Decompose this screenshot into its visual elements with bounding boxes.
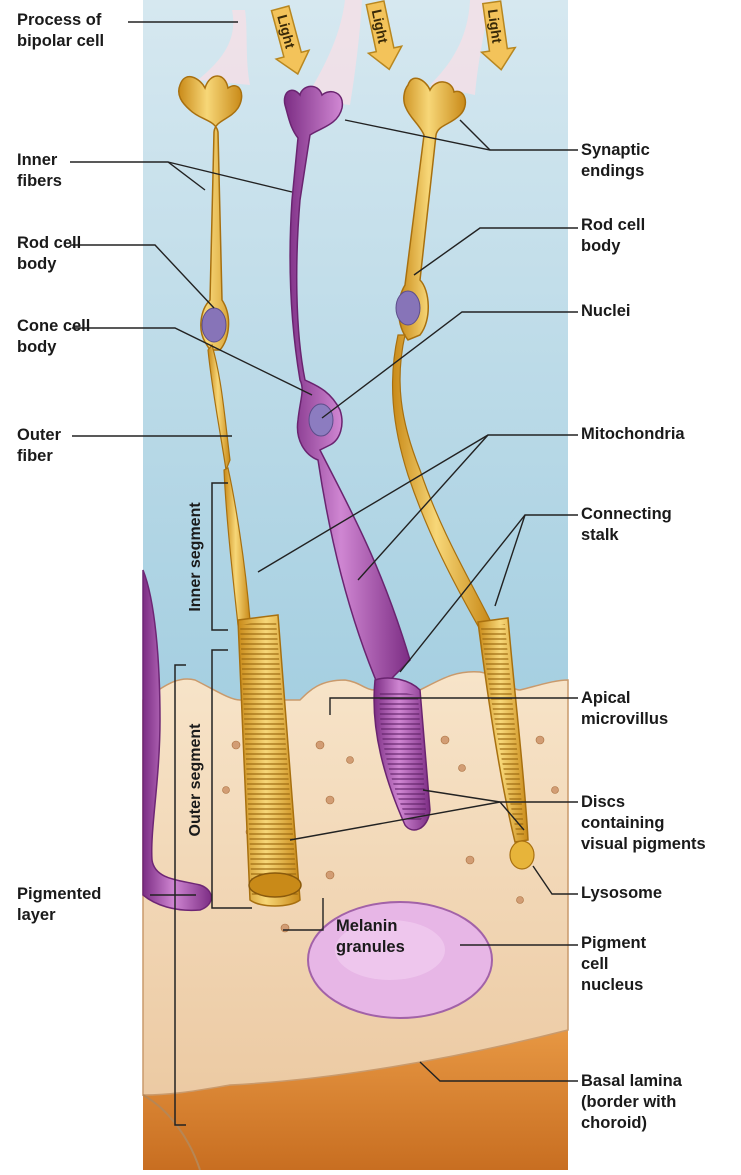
label-basal-lamina: Basal lamina (border with choroid) — [581, 1071, 682, 1134]
label-melanin-granules: Melanin granules — [336, 916, 405, 958]
label-mitochondria: Mitochondria — [581, 424, 685, 445]
label-lysosome: Lysosome — [581, 883, 662, 904]
label-synaptic-endings: Synaptic endings — [581, 140, 650, 182]
outer-segment-label: Outer segment — [187, 723, 204, 837]
inner-segment-label: Inner segment — [187, 502, 204, 612]
label-outer-fiber: Outer fiber — [17, 425, 61, 467]
label-rod-cell-body-right: Rod cell body — [581, 215, 645, 257]
label-pigment-cell-nucleus: Pigment cell nucleus — [581, 933, 646, 996]
label-apical-microvillus: Apical microvillus — [581, 688, 668, 730]
label-inner-fibers: Inner fibers — [17, 150, 62, 192]
label-connecting-stalk: Connecting stalk — [581, 504, 672, 546]
label-pigmented-layer: Pigmented layer — [17, 884, 101, 926]
label-nuclei: Nuclei — [581, 301, 631, 322]
label-cone-cell-body: Cone cell body — [17, 316, 90, 358]
label-process-of-bipolar-cell: Process of bipolar cell — [17, 10, 104, 52]
label-discs-containing-visual-pigments: Discs containing visual pigments — [581, 792, 706, 855]
label-rod-cell-body-left: Rod cell body — [17, 233, 81, 275]
